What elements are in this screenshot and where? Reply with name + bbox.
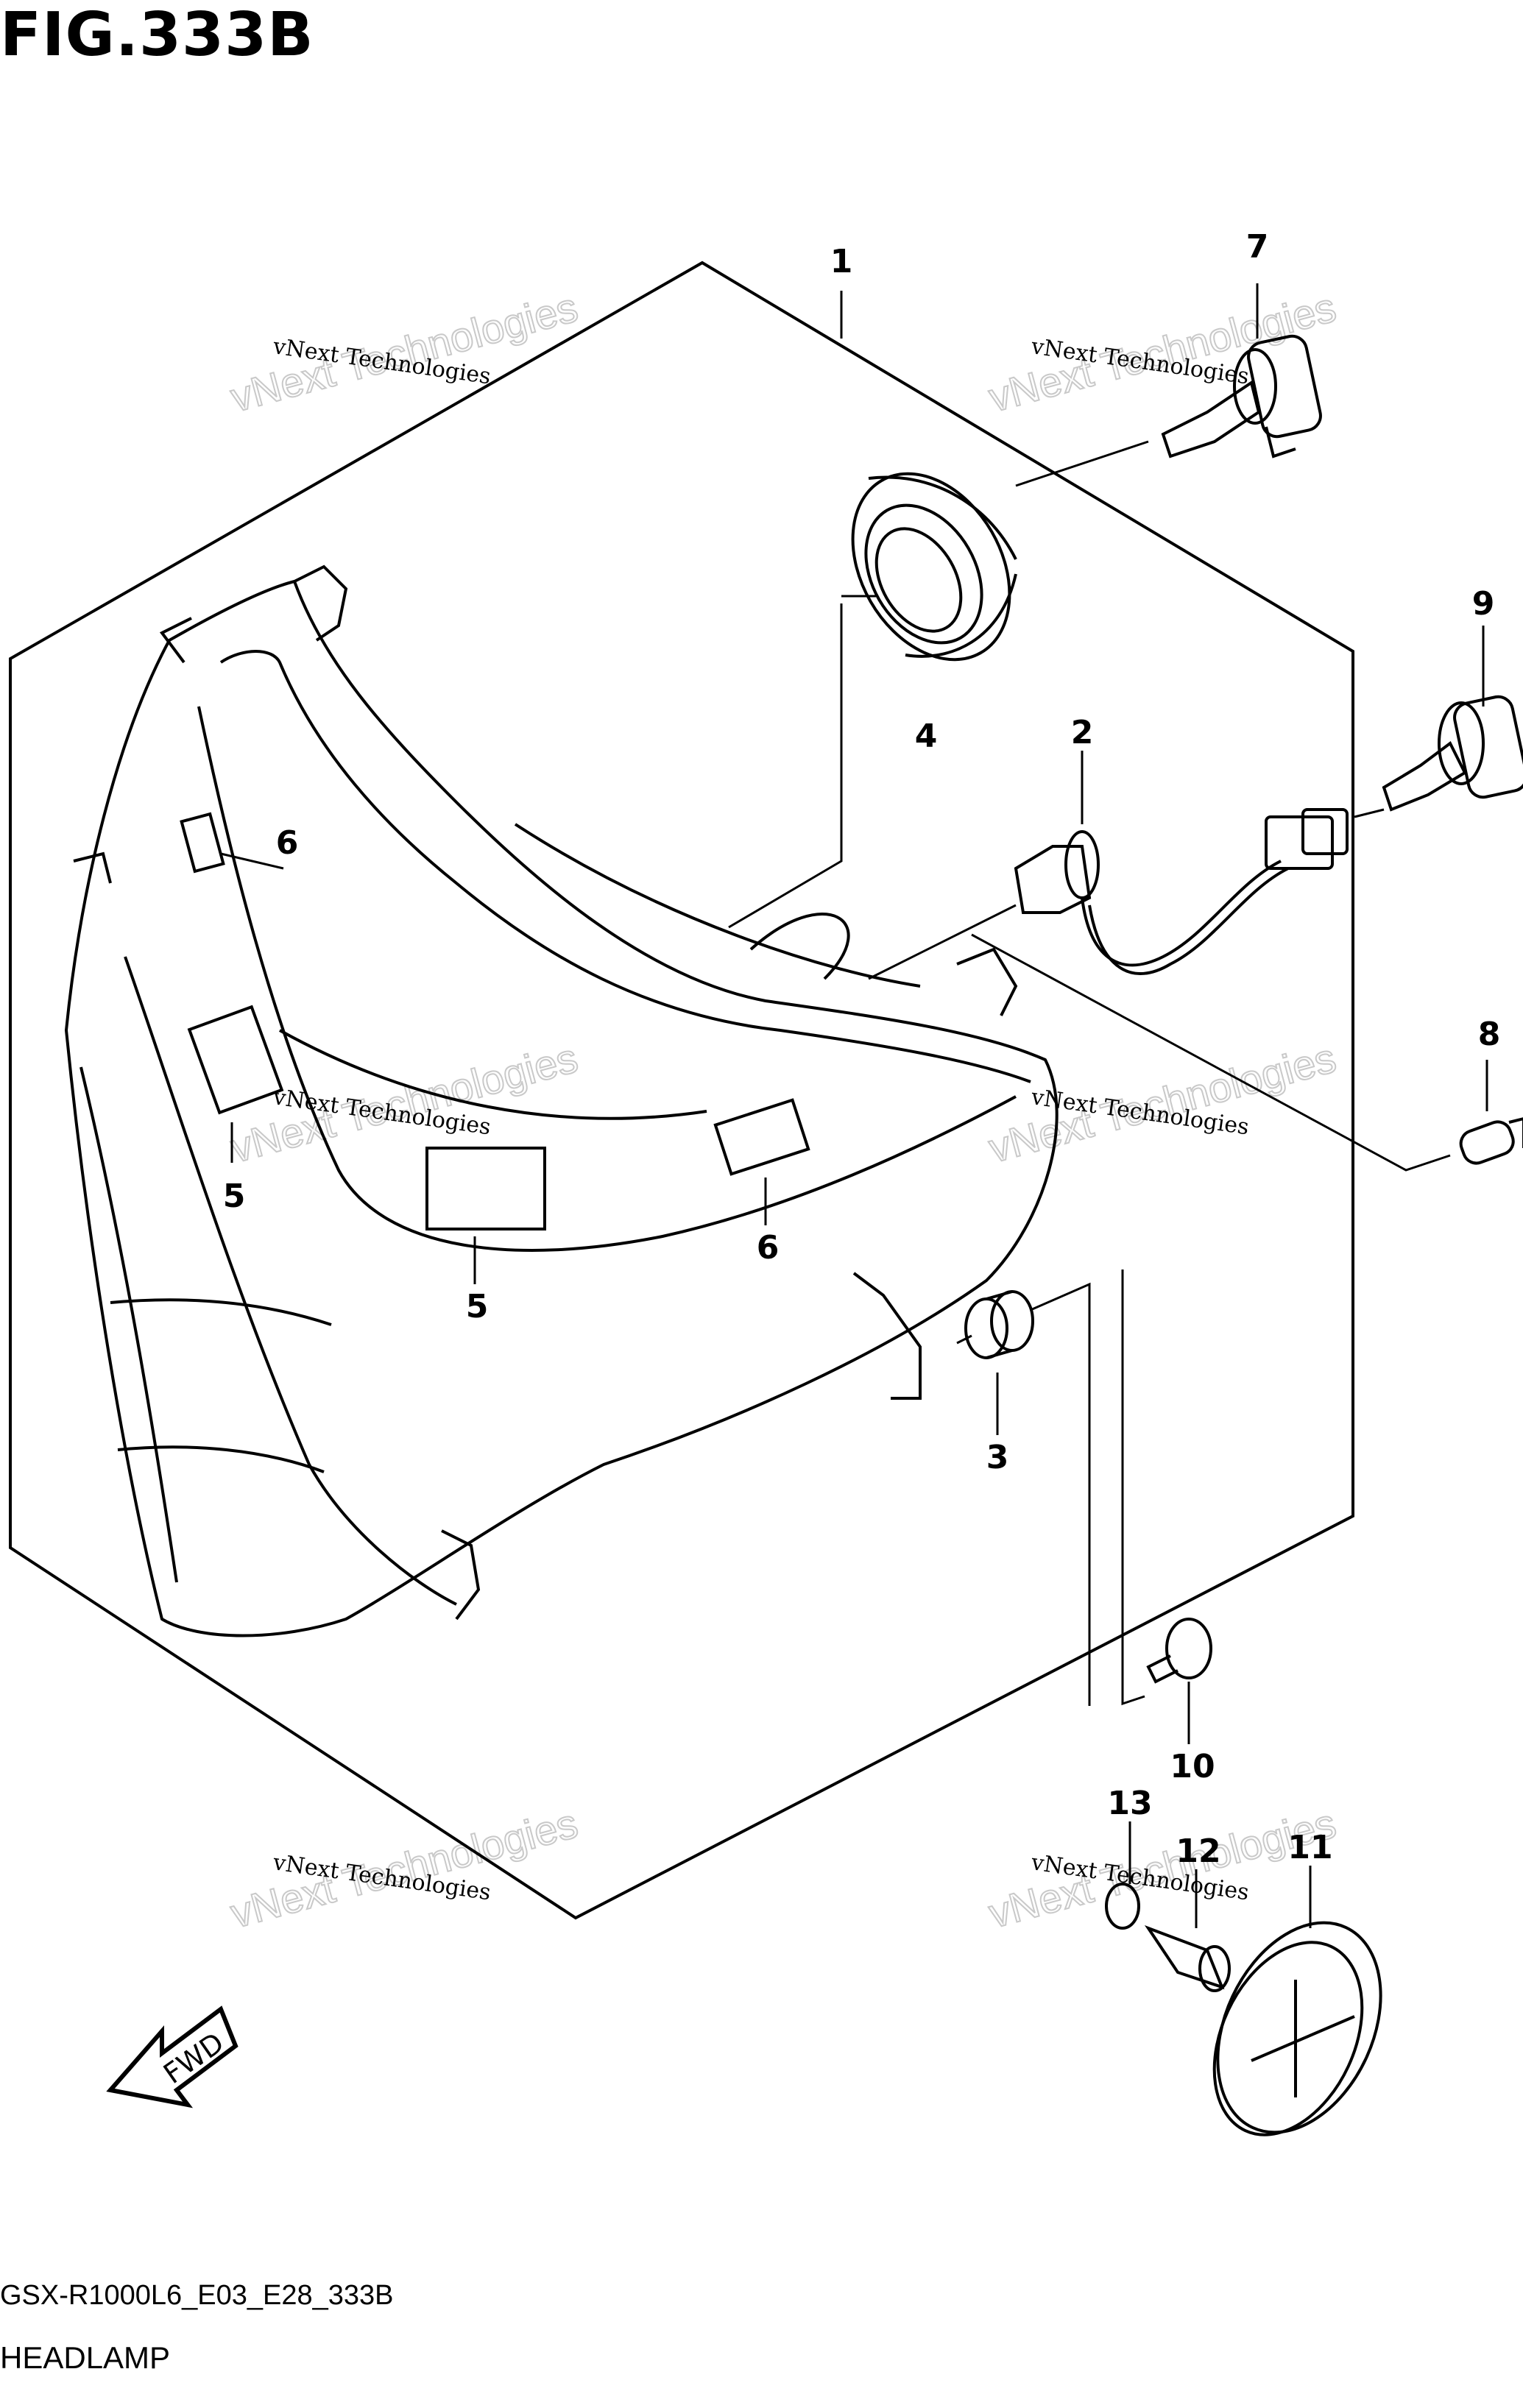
- callout-3: 3: [986, 1439, 1009, 1476]
- callout-5-left: 5: [223, 1178, 246, 1215]
- callout-7: 7: [1246, 228, 1269, 266]
- callout-5-center: 5: [466, 1288, 489, 1325]
- watermark-mid-left: vNext Technologies vNext Technologies: [225, 1033, 583, 1172]
- callout-numbers: 1 2 3 4 5 5 6 6 7 8 9 10 11 12 13: [223, 228, 1501, 1870]
- callout-4: 4: [915, 718, 938, 755]
- leader-lines: [220, 283, 1488, 1928]
- label-5-center: [425, 1147, 546, 1230]
- label-6-right: [713, 1098, 810, 1176]
- part-9-bulb: [1382, 695, 1523, 812]
- part-2-socket: [1014, 808, 1349, 975]
- label-5-left: [187, 1005, 284, 1115]
- figure-caption: HEADLAMP: [0, 2340, 171, 2375]
- callout-2: 2: [1071, 714, 1094, 751]
- callout-6-right: 6: [757, 1229, 780, 1267]
- forward-arrow-icon: FWD: [106, 2005, 238, 2108]
- watermark-bottom-left: vNext Technologies vNext Technologies: [225, 1799, 583, 1937]
- callout-9: 9: [1472, 585, 1495, 623]
- watermark-bottom-right: vNext Technologies vNext Technologies: [983, 1799, 1341, 1937]
- assembly-outline: [9, 261, 1354, 1920]
- callout-8: 8: [1478, 1016, 1501, 1053]
- callout-1: 1: [830, 243, 853, 280]
- mounting-tabs: [73, 564, 1018, 1621]
- callout-13: 13: [1107, 1785, 1152, 1822]
- callout-10: 10: [1170, 1748, 1215, 1785]
- figure-title: FIG.333B: [0, 0, 314, 70]
- part-10-screw: [1146, 1618, 1212, 1684]
- part-11-lens-cap: [1212, 1921, 1382, 2136]
- watermark-mid-right: vNext Technologies vNext Technologies: [983, 1033, 1341, 1172]
- callout-6-left: 6: [276, 824, 299, 862]
- part-4-cap: [851, 472, 1017, 662]
- part-3-grommet: [964, 1290, 1034, 1359]
- part-12-pin: [1144, 1924, 1231, 1992]
- figure-code: GSX-R1000L6_E03_E28_333B: [0, 2280, 394, 2311]
- part-8-small-bulb: [1459, 1117, 1523, 1165]
- callout-11: 11: [1287, 1829, 1332, 1866]
- watermark-top-left: vNext Technologies vNext Technologies: [225, 283, 583, 421]
- label-6-left: [180, 812, 225, 874]
- headlamp-housing: [65, 580, 1059, 1637]
- part-7-bulb: [1161, 334, 1322, 458]
- callout-12: 12: [1176, 1832, 1220, 1870]
- forward-label: FWD: [158, 2026, 230, 2090]
- watermark-top-right: vNext Technologies vNext Technologies: [983, 283, 1341, 421]
- part-13-washer: [1105, 1883, 1140, 1930]
